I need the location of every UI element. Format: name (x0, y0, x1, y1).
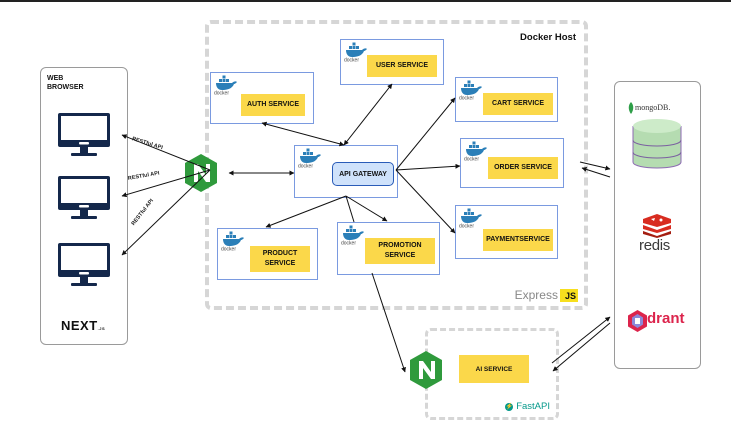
cart-service-node[interactable]: CART SERVICE (455, 77, 558, 122)
order-service-node[interactable]: ORDER SERVICE (460, 138, 564, 188)
product-service-node[interactable]: PRODUCT SERVICE (217, 228, 318, 280)
promotion-service-label: PROMOTION SERVICE (365, 238, 435, 264)
api-gateway-node[interactable]: API GATEWAY (294, 145, 398, 198)
payment-service-label: PAYMENTSERVICE (483, 229, 553, 251)
user-service-label: USER SERVICE (367, 55, 437, 77)
nextjs-logo-suffix: .JS (97, 326, 106, 331)
cart-service-label: CART SERVICE (483, 93, 553, 115)
auth-service-node[interactable]: AUTH SERVICE (210, 72, 314, 124)
docker-icon (297, 148, 323, 168)
api-gateway-label: API GATEWAY (332, 162, 394, 186)
monitor-icon (58, 176, 110, 219)
qdrant-icon (628, 310, 647, 332)
edge-ai-db-out (551, 316, 611, 364)
nginx-icon (185, 154, 217, 192)
docker-icon (458, 208, 484, 228)
docker-icon (458, 80, 484, 100)
ai-service-label[interactable]: AI SERVICE (459, 355, 529, 383)
restful-api-label-1: RESTful API (131, 136, 164, 152)
js-badge: JS (559, 288, 578, 302)
nextjs-logo-text: NEXT (61, 318, 98, 333)
fastapi-logo-text: FastAPI (516, 401, 550, 412)
web-browser-panel: WEB BROWSER NEXT.JS (40, 67, 128, 345)
docker-icon (220, 231, 246, 251)
docker-icon (340, 225, 366, 245)
promotion-label-line2: SERVICE (384, 252, 416, 259)
nginx-ai-icon (410, 351, 442, 389)
top-border (0, 0, 731, 2)
monitor-icon (58, 243, 110, 286)
edge-ai-db-in (552, 322, 611, 372)
promotion-label-line1: PROMOTION (378, 242, 422, 249)
web-browser-title-line2: BROWSER (47, 84, 84, 91)
docker-icon (463, 141, 489, 161)
mongodb-label: mongoDB. (635, 103, 671, 112)
restful-api-label-3: RESTful API (130, 198, 155, 227)
docker-icon (213, 75, 239, 95)
user-service-node[interactable]: USER SERVICE (340, 39, 444, 85)
nextjs-logo: NEXT.JS (61, 318, 105, 333)
docker-icon (343, 42, 369, 62)
web-browser-title-line1: WEB (47, 75, 64, 82)
auth-service-label: AUTH SERVICE (241, 94, 305, 116)
ai-host-container: AI SERVICE ⚡ FastAPI (425, 328, 559, 420)
expressjs-logo: Express JS (515, 288, 578, 302)
fastapi-logo: ⚡ FastAPI (505, 401, 550, 412)
order-service-label: ORDER SERVICE (488, 157, 558, 179)
redis-icon (643, 214, 671, 238)
express-logo-text: Express (514, 288, 558, 302)
docker-host-title: Docker Host (520, 32, 576, 43)
web-browser-title: WEB BROWSER (47, 74, 107, 92)
monitor-icon (58, 113, 110, 156)
product-label-line1: PRODUCT (262, 250, 298, 257)
database-panel: mongoDB. redis drant (614, 81, 701, 369)
product-service-label: PRODUCT SERVICE (250, 246, 310, 272)
restful-api-label-2: RESTful API (127, 170, 160, 182)
fastapi-bolt-icon: ⚡ (505, 402, 514, 411)
redis-label: redis (639, 237, 671, 254)
payment-service-node[interactable]: PAYMENTSERVICE (455, 205, 558, 259)
qdrant-label: drant (647, 310, 685, 327)
promotion-service-node[interactable]: PROMOTION SERVICE (337, 222, 440, 275)
mongodb-leaf-icon (628, 102, 634, 114)
product-label-line2: SERVICE (264, 260, 296, 267)
database-cylinder-icon (632, 119, 682, 169)
